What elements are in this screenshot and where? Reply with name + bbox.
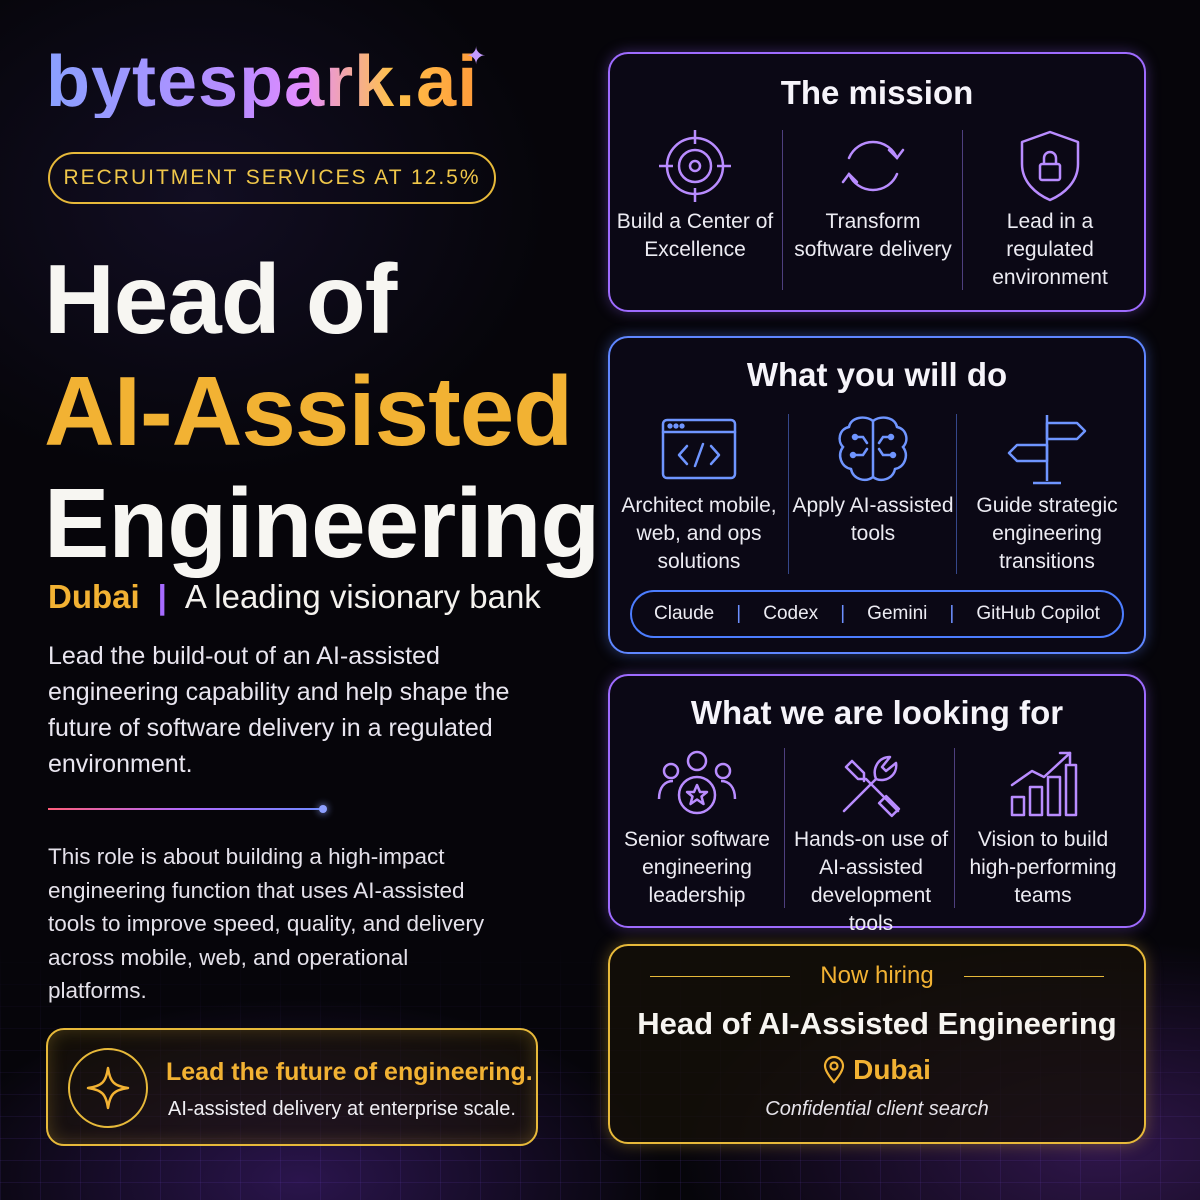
requirement-item-text: Hands-on use of AI-assisted development … [793, 828, 949, 935]
mission-item: Transform software delivery [788, 124, 958, 264]
column-divider [962, 130, 963, 290]
recruitment-badge: RECRUITMENT SERVICES AT 12.5% [48, 152, 496, 204]
looking-for-panel: What we are looking for Senior software … [608, 674, 1146, 935]
tool-github-copilot: GitHub Copilot [976, 603, 1100, 624]
code-window-icon [614, 408, 784, 492]
hiring-location-text: Dubai [853, 1054, 931, 1085]
column-divider [782, 130, 783, 290]
requirement-item: Hands-on use of AI-assisted development … [786, 742, 956, 938]
headline-line-3: Engineering [44, 468, 600, 578]
brand-logo: bytespark.ai [46, 42, 479, 122]
intro-paragraph: Lead the build-out of an AI-assisted eng… [48, 642, 510, 778]
team-star-icon [612, 742, 782, 826]
task-item-text: Architect mobile, web, and ops solutions [621, 494, 777, 573]
tool-separator: | [840, 603, 846, 624]
headline-line-1: Head of [44, 244, 397, 354]
location-pin-icon [824, 1055, 845, 1084]
kicker-line-right [964, 976, 1104, 977]
column-divider [956, 414, 957, 574]
location-city: Dubai [48, 578, 140, 615]
location-row: Dubai | A leading visionary bank [48, 578, 541, 616]
mission-title: The mission [780, 74, 974, 111]
mission-panel: The mission Build a Center of Excellence… [608, 52, 1146, 312]
mission-item-text: Lead in a regulated environment [992, 210, 1108, 289]
tool-codex: Codex [763, 603, 819, 624]
requirement-item-text: Vision to build high-performing teams [969, 828, 1117, 907]
what-you-will-do-panel: What you will do Architect mobile, web, … [608, 336, 1146, 654]
column-divider [784, 748, 785, 908]
hiring-title: Head of AI-Assisted Engineering [637, 1006, 1117, 1041]
cta-card: Lead the future of engineering. AI-assis… [46, 1028, 538, 1146]
brain-circuit-icon [788, 408, 958, 492]
requirement-item-text: Senior software engineering leadership [624, 828, 770, 907]
headline-line-2: AI-Assisted [44, 356, 573, 466]
requirement-item: Vision to build high-performing teams [958, 742, 1128, 910]
tool-claude: Claude [654, 603, 715, 624]
now-hiring-panel: Now hiring Head of AI-Assisted Engineeri… [608, 944, 1146, 1144]
sparkle-icon [68, 1048, 148, 1128]
cta-subtitle: AI-assisted delivery at enterprise scale… [168, 1098, 516, 1120]
mission-item-text: Transform software delivery [794, 210, 952, 261]
task-item-text: Apply AI-assisted tools [792, 494, 954, 545]
gradient-divider [48, 808, 324, 810]
requirement-item: Senior software engineering leadership [612, 742, 782, 910]
task-item: Apply AI-assisted tools [788, 408, 958, 548]
signpost-icon [962, 408, 1132, 492]
task-item: Architect mobile, web, and ops solutions [614, 408, 784, 576]
what-you-will-do-title: What you will do [746, 356, 1008, 393]
target-icon [610, 124, 780, 208]
mission-item: Lead in a regulated environment [965, 124, 1135, 292]
task-item-text: Guide strategic engineering transitions [976, 494, 1118, 573]
location-separator: | [157, 578, 167, 615]
hiring-note: Confidential client search [765, 1098, 989, 1120]
description-paragraph: This role is about building a high-impac… [48, 844, 485, 1003]
mission-item-text: Build a Center of Excellence [616, 210, 774, 261]
location-client: A leading visionary bank [184, 578, 541, 615]
looking-for-title: What we are looking for [690, 694, 1064, 731]
tool-separator: | [949, 603, 955, 624]
hiring-location: Dubai [610, 1054, 1144, 1086]
tools-icon [786, 742, 956, 826]
shield-lock-icon [965, 124, 1135, 208]
cycle-arrows-icon [788, 124, 958, 208]
mission-item: Build a Center of Excellence [610, 124, 780, 264]
task-item: Guide strategic engineering transitions [962, 408, 1132, 576]
headline: Head of AI-Assisted Engineering [44, 244, 600, 586]
cta-title: Lead the future of engineering. [166, 1058, 533, 1086]
kicker-line-left [650, 976, 790, 977]
logo-sparkle-icon: ✦ [466, 43, 487, 70]
divider-dot [319, 805, 327, 813]
hiring-kicker: Now hiring [820, 962, 934, 989]
tools-list: Claude | Codex | Gemini | GitHub Copilot [630, 590, 1124, 638]
tool-gemini: Gemini [867, 603, 928, 624]
column-divider [788, 414, 789, 574]
growth-chart-icon [958, 742, 1128, 826]
column-divider [954, 748, 955, 908]
tool-separator: | [736, 603, 742, 624]
